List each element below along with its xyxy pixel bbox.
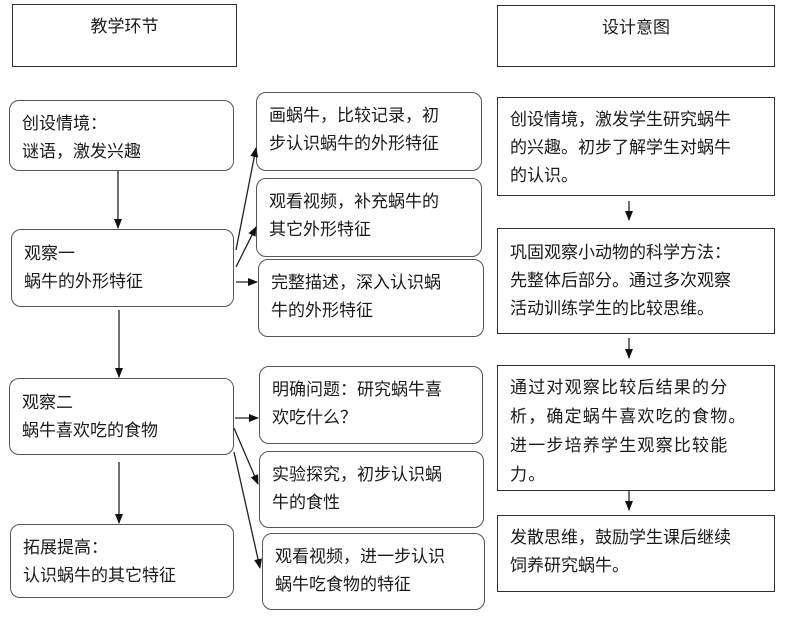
step-text: 蜗牛喜欢吃的食物 [22,421,158,441]
step-box-observe-food: 观察二 蜗牛喜欢吃的食物 [9,378,234,455]
activity-text: 牛的食性 [272,493,340,513]
header-design-intent-label: 设计意图 [602,18,670,38]
activity-box-video-food: 观看视频，进一步认识 蜗牛吃食物的特征 [262,533,485,610]
intent-text: 析，确定蜗牛喜欢吃的食物。 [510,407,747,427]
intent-text: 的认识。 [510,166,578,186]
arrow-observe1-to-video-shape [235,226,257,268]
intent-box-3: 通过对观察比较后结果的分 析，确定蜗牛喜欢吃的食物。 进一步培养学生观察比较能 … [497,365,775,491]
step-text: 谜语，激发兴趣 [22,142,141,162]
activity-text: 观看视频，进一步认识 [275,547,445,567]
step-text: 拓展提高： [23,538,108,558]
activity-text: 牛的外形特征 [271,301,373,321]
activity-box-define-question: 明确问题：研究蜗牛喜 欢吃什么？ [259,366,483,444]
activity-text: 实验探究，初步认识蜗 [272,465,442,485]
step-box-intro: 创设情境： 谜语，激发兴趣 [9,100,234,171]
intent-text: 活动训练学生的比较思维。 [510,299,714,319]
intent-text: 通过对观察比较后结果的分 [510,378,729,398]
step-box-extension: 拓展提高： 认识蜗牛的其它特征 [10,524,234,598]
activity-box-experiment: 实验探究，初步认识蜗 牛的食性 [259,451,484,528]
step-text: 蜗牛的外形特征 [24,272,143,292]
header-teaching-steps: 教学环节 [12,4,237,67]
step-text: 观察二 [22,393,73,413]
activity-box-video-shape: 观看视频，补充蜗牛的 其它外形特征 [256,178,482,257]
intent-box-2: 巩固观察小动物的科学方法： 先整体后部分。通过多次观察 活动训练学生的比较思维。 [497,228,775,334]
activity-text: 步认识蜗牛的外形特征 [269,134,439,154]
intent-box-1: 创设情境，激发学生研究蜗牛 的兴趣。初步了解学生对蜗牛 的认识。 [497,97,775,196]
arrow-observe2-to-experiment [233,427,259,485]
step-text: 认识蜗牛的其它特征 [23,566,176,586]
activity-text: 其它外形特征 [269,220,371,240]
step-text: 观察一 [24,244,75,264]
intent-text: 先整体后部分。通过多次观察 [510,271,731,291]
intent-text: 发散思维，鼓励学生课后继续 [510,528,731,548]
intent-text: 创设情境，激发学生研究蜗牛 [510,110,731,130]
activity-text: 明确问题：研究蜗牛喜 [272,380,442,400]
intent-text: 的兴趣。初步了解学生对蜗牛 [510,138,731,158]
step-text: 创设情境： [22,114,107,134]
activity-text: 画蜗牛，比较记录，初 [269,106,439,126]
intent-text: 巩固观察小动物的科学方法： [510,243,731,263]
arrow-observe1-to-draw [235,147,259,251]
activity-box-describe: 完整描述，深入认识蜗 牛的外形特征 [258,259,484,337]
arrow-observe2-to-video-food [233,451,262,569]
activity-text: 欢吃什么？ [272,408,357,428]
header-teaching-steps-label: 教学环节 [90,17,159,37]
header-design-intent: 设计意图 [497,5,775,67]
intent-box-4: 发散思维，鼓励学生课后继续 饲养研究蜗牛。 [497,515,775,592]
activity-text: 蜗牛吃食物的特征 [275,575,411,595]
intent-text: 力。 [510,465,547,485]
activity-box-draw-snail: 画蜗牛，比较记录，初 步认识蜗牛的外形特征 [256,92,482,171]
intent-text: 进一步培养学生观察比较能 [510,436,729,456]
activity-text: 完整描述，深入认识蜗 [271,273,441,293]
intent-text: 饲养研究蜗牛。 [510,556,629,576]
activity-text: 观看视频，补充蜗牛的 [269,192,439,212]
step-box-observe-shape: 观察一 蜗牛的外形特征 [11,229,234,307]
